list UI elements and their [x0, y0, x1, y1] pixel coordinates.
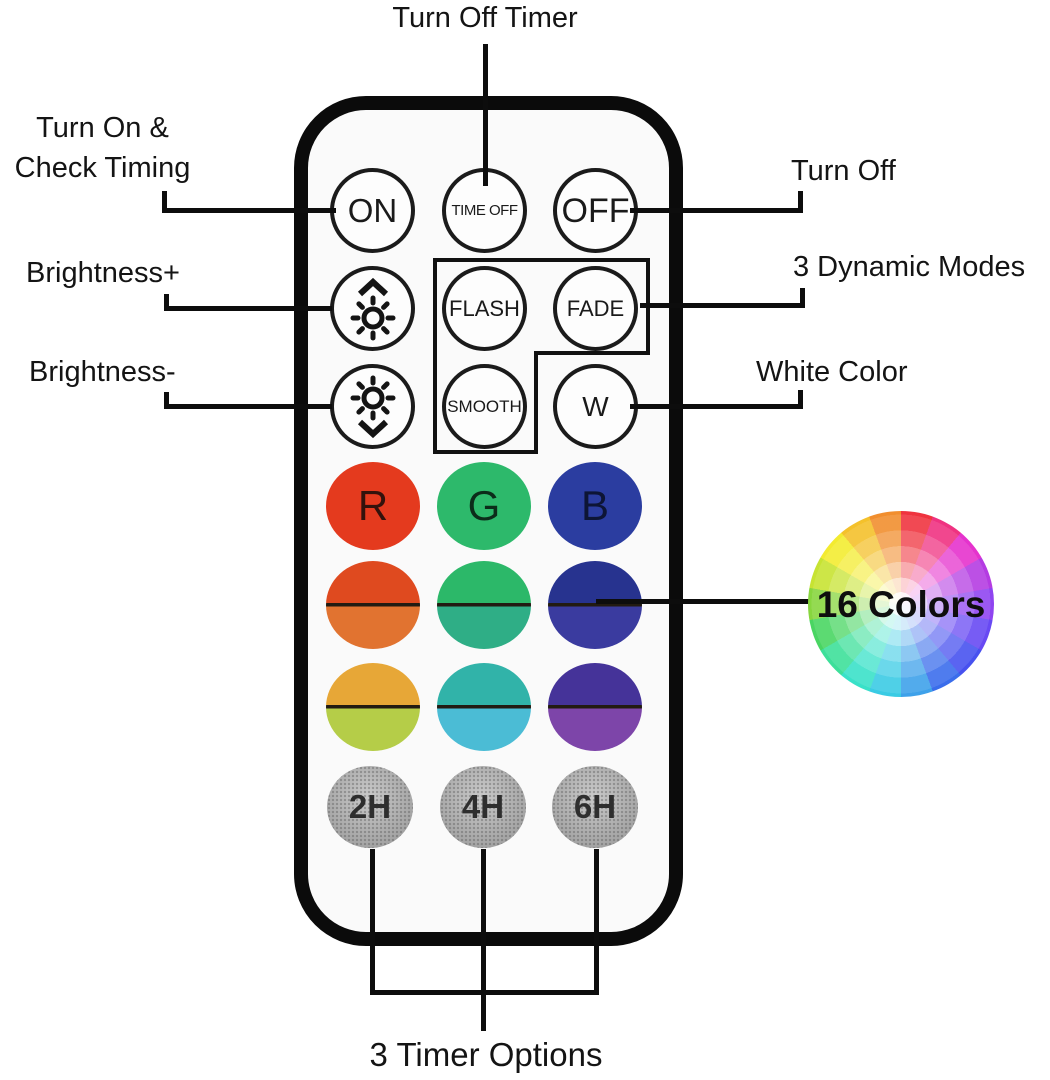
- color-wheel: [808, 511, 994, 697]
- brightness-down-button[interactable]: [330, 364, 415, 449]
- connector-brightness-minus-v: [164, 392, 169, 409]
- dual-color-button-3[interactable]: [548, 561, 642, 649]
- label-turn-on-line2: Check Timing: [14, 152, 191, 185]
- connector-turn-off-v: [798, 191, 803, 213]
- flash-button[interactable]: FLASH: [442, 266, 527, 351]
- timer-button-6h[interactable]: 6H: [552, 766, 638, 848]
- color-button-b[interactable]: B: [548, 462, 642, 550]
- connector-white-color-v: [798, 390, 803, 409]
- connector-turn-on-v: [162, 191, 167, 213]
- connector-white-color-h: [630, 404, 803, 409]
- color-button-letter: R: [357, 482, 389, 529]
- white-color-button[interactable]: W: [553, 364, 638, 449]
- smooth-button[interactable]: SMOOTH: [442, 364, 527, 449]
- connector-timer-left: [370, 849, 375, 995]
- connector-turn-off-h: [630, 208, 803, 213]
- label-brightness-plus: Brightness+: [26, 257, 180, 289]
- connector-turn-off-timer: [483, 44, 488, 186]
- label-timer-options: 3 Timer Options: [369, 1036, 603, 1073]
- label-brightness-minus: Brightness-: [29, 356, 176, 388]
- on-button[interactable]: ON: [330, 168, 415, 253]
- connector-sixteen-colors: [596, 599, 812, 604]
- dual-color-button-4[interactable]: [326, 663, 420, 751]
- dynamic-modes-outline: [433, 258, 650, 454]
- color-button-letter: G: [467, 482, 501, 529]
- dual-color-button-5[interactable]: [437, 663, 531, 751]
- color-button-g[interactable]: G: [437, 462, 531, 550]
- connector-dynamic-modes-v: [800, 288, 805, 308]
- connector-timer-center: [481, 990, 486, 1031]
- label-turn-off: Turn Off: [791, 155, 896, 187]
- label-turn-off-timer: Turn Off Timer: [392, 2, 578, 34]
- timer-button-2h[interactable]: 2H: [327, 766, 413, 848]
- brightness-up-button[interactable]: [330, 266, 415, 351]
- label-turn-on-check-timing: Turn On & Check Timing: [0, 108, 205, 188]
- sun-chevron-up-icon: [350, 277, 395, 340]
- sun-chevron-down-icon: [350, 375, 395, 438]
- dual-color-button-6[interactable]: [548, 663, 642, 751]
- label-turn-on-line1: Turn On &: [36, 112, 169, 144]
- label-dynamic-modes: 3 Dynamic Modes: [793, 251, 1026, 283]
- connector-dynamic-modes-h: [640, 303, 805, 308]
- connector-brightness-minus-h: [164, 404, 332, 409]
- connector-timer-right: [594, 849, 599, 995]
- connector-brightness-plus-v: [164, 294, 169, 311]
- label-white-color: White Color: [756, 356, 908, 388]
- connector-timer-mid: [481, 849, 486, 995]
- fade-button[interactable]: FADE: [553, 266, 638, 351]
- connector-brightness-plus-h: [164, 306, 332, 311]
- dual-color-button-2[interactable]: [437, 561, 531, 649]
- color-button-r[interactable]: R: [326, 462, 420, 550]
- color-button-letter: B: [580, 482, 609, 529]
- label-sixteen-colors: 16 Colors: [816, 584, 986, 625]
- connector-turn-on-h: [162, 208, 336, 213]
- off-button[interactable]: OFF: [553, 168, 638, 253]
- timer-button-4h[interactable]: 4H: [440, 766, 526, 848]
- dual-color-button-1[interactable]: [326, 561, 420, 649]
